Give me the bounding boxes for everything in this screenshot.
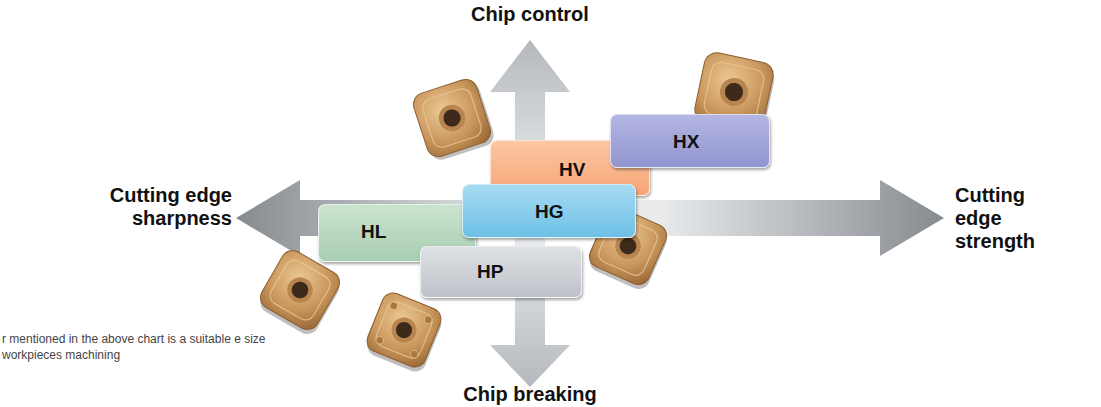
axis-label: Cutting edge sharpness [82, 184, 232, 230]
geometry-name: HL [361, 221, 386, 243]
geometry-name: HP [477, 261, 503, 283]
geometry-name: HG [535, 201, 564, 223]
insert-picture [410, 76, 496, 164]
footnote: r mentioned in the above chart is a suit… [2, 331, 278, 363]
geometry-box: HX [610, 114, 770, 168]
geometry-box: HG [462, 184, 636, 238]
geometry-box: HP [420, 246, 582, 298]
axis-label: Chip control [430, 3, 630, 26]
insert-picture [362, 290, 446, 375]
geometry-name: HV [559, 159, 585, 181]
axis-label: Chip breaking [430, 383, 630, 406]
axis-label: Cutting edge strength [955, 184, 1065, 253]
geometry-name: HX [673, 131, 699, 153]
